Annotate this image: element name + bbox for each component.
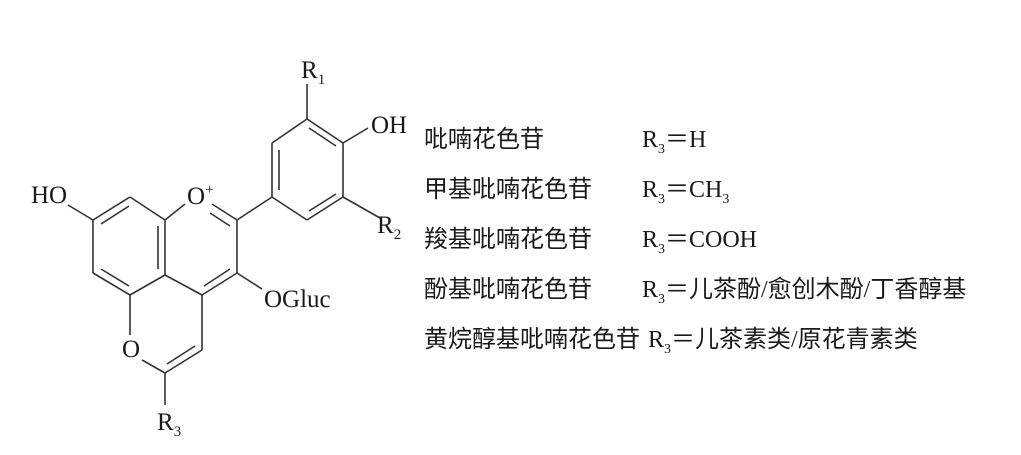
bond	[92, 196, 131, 221]
atom-r3: R3	[157, 409, 182, 440]
bond	[306, 118, 344, 144]
compound-name: 甲基吡喃花色苷	[424, 177, 592, 203]
atom-o-plus: O+	[187, 182, 214, 210]
bond	[164, 203, 186, 221]
bond	[129, 274, 166, 296]
bond	[141, 359, 166, 374]
bond	[164, 274, 203, 296]
table-row: 甲基吡喃花色苷 R3＝CH3	[424, 178, 729, 207]
compound-name: 吡喃花色苷	[424, 127, 544, 153]
bond	[92, 272, 131, 296]
bond	[67, 204, 94, 221]
atom-r2: R2	[377, 212, 402, 243]
bond	[211, 203, 238, 221]
bond	[342, 196, 381, 219]
bond	[308, 127, 337, 147]
bond	[306, 196, 344, 221]
bond	[201, 272, 238, 296]
bond	[129, 196, 166, 221]
substituent: R3＝CH3	[642, 177, 730, 207]
compound-name: 羧基吡喃花色苷	[424, 227, 592, 253]
table-row: 羧基吡喃花色苷 R3＝COOH	[424, 228, 757, 257]
bond	[100, 205, 130, 225]
table-row: 黄烷醇基吡喃花色苷 R3＝儿茶素类/原花青素类	[424, 328, 918, 357]
bond	[308, 193, 337, 212]
bond	[164, 349, 203, 374]
bond	[236, 196, 273, 221]
atom-ogluc: OGluc	[264, 286, 331, 313]
atom-r1: R1	[301, 57, 326, 88]
atom-oh: OH	[371, 112, 408, 139]
substituent: R3＝COOH	[642, 227, 758, 257]
substituent: R3＝H	[642, 127, 707, 157]
substituent: R3＝儿茶酚/愈创木酚/丁香醇基	[642, 277, 967, 307]
bond	[236, 272, 263, 290]
compound-name: 黄烷醇基吡喃花色苷	[424, 327, 640, 353]
compound-name: 酚基吡喃花色苷	[424, 277, 592, 303]
table-row: 吡喃花色苷 R3＝H	[424, 128, 706, 157]
bond	[271, 196, 308, 221]
atom-o-ring: O	[122, 336, 141, 363]
bond	[209, 212, 231, 227]
table-row: 酚基吡喃花色苷 R3＝儿茶酚/愈创木酚/丁香醇基	[424, 278, 966, 307]
bond	[100, 268, 130, 287]
bond	[271, 118, 308, 144]
bond	[203, 268, 231, 287]
bond	[166, 345, 196, 365]
bond	[342, 127, 369, 144]
substituent: R3＝儿茶素类/原花青素类	[648, 327, 918, 357]
atom-ho: HO	[31, 182, 68, 209]
